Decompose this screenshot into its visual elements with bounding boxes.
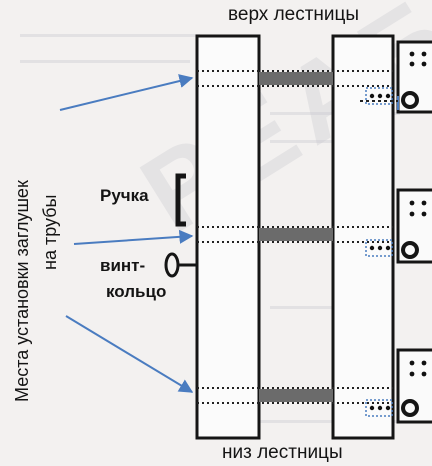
ladder-rung [197,387,393,404]
ladder-top-label: верх лестницы [228,4,360,25]
ladder-rail-right [331,34,395,440]
ladder-bottom-label: низ лестницы [222,442,343,463]
background-text-line [20,60,190,63]
handle-label: Ручка [100,186,149,205]
ladder-rung [197,226,393,243]
screw-ring-icon [164,252,197,278]
background-text-line [270,140,390,143]
screw-ring-label-line2: кольцо [106,282,167,301]
plug-locations-label-line1: Места установки заглушек [12,180,32,402]
background-text-line [260,420,400,423]
ladder-rail-left [195,34,261,440]
pipe-fitting [365,348,432,424]
pointer-arrow-bottom [65,315,194,393]
pointer-arrow-middle [73,229,194,245]
pipe-fitting [360,40,432,114]
pipe-fitting [365,188,432,264]
handle-bracket [175,173,186,227]
background-text-line [20,34,200,37]
pointer-arrow-top [59,74,194,111]
background-text-line [270,306,390,309]
screw-ring-label-line1: винт- [100,256,146,275]
ladder-rung [197,70,393,87]
plug-locations-label-line2: на трубы [40,194,60,270]
